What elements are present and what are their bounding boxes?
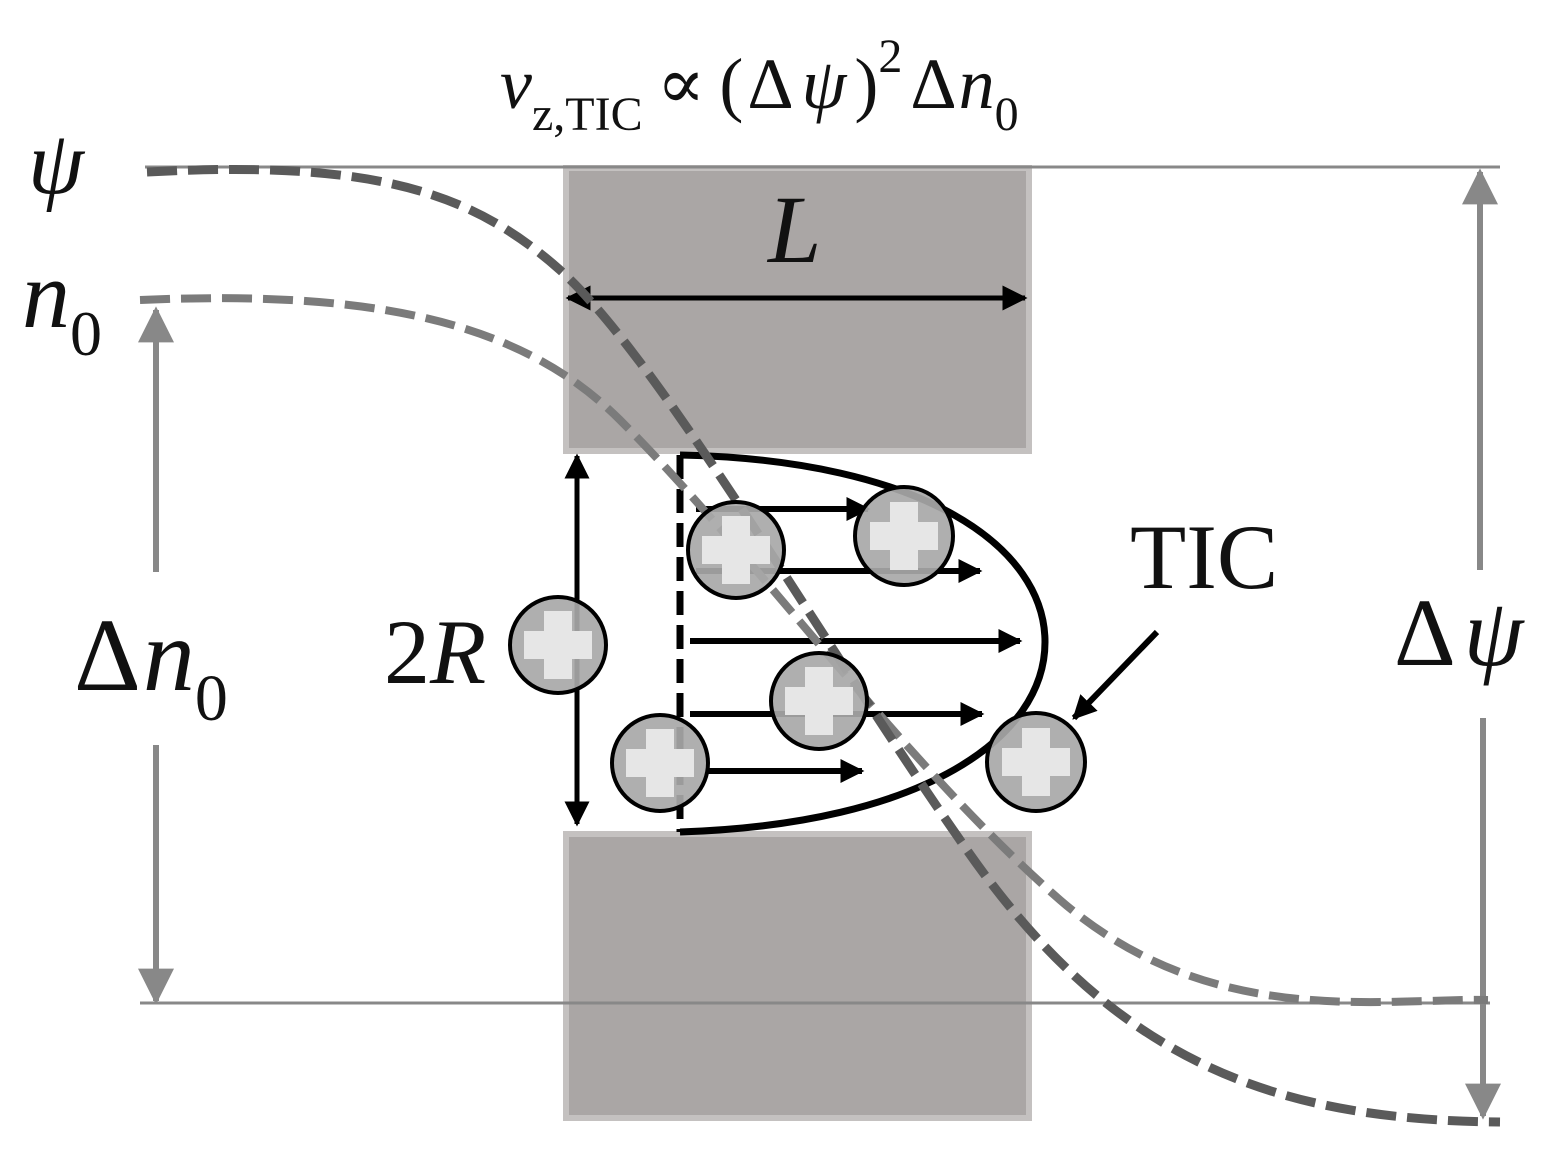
plus-icon xyxy=(1022,728,1050,796)
plus-icon xyxy=(805,667,833,735)
cation-5 xyxy=(610,713,710,813)
n0-label: n0 xyxy=(22,241,102,369)
plus-icon xyxy=(646,729,674,797)
flow-profile-parabola xyxy=(679,451,1049,836)
cation-1 xyxy=(508,595,608,695)
ions-layer xyxy=(508,485,1087,813)
plus-icon xyxy=(544,611,572,679)
tic-label: TIC xyxy=(1130,506,1278,608)
plus-icon xyxy=(722,516,750,584)
diameter-2r-label: 2R xyxy=(384,601,486,703)
cation-3 xyxy=(853,485,955,587)
psi-label: ψ xyxy=(28,114,86,213)
cation-6 xyxy=(985,711,1087,813)
n0-curve xyxy=(139,294,1489,1007)
cation-2 xyxy=(686,500,786,600)
delta-psi-label: Δψ xyxy=(1394,579,1525,686)
lower-wall xyxy=(563,831,1032,1121)
tic-pointer-arrow xyxy=(1071,629,1160,721)
plus-icon xyxy=(890,502,918,570)
cation-4 xyxy=(769,651,869,751)
delta-n0-label: Δn0 xyxy=(74,598,228,735)
length-l-label: L xyxy=(766,176,821,283)
